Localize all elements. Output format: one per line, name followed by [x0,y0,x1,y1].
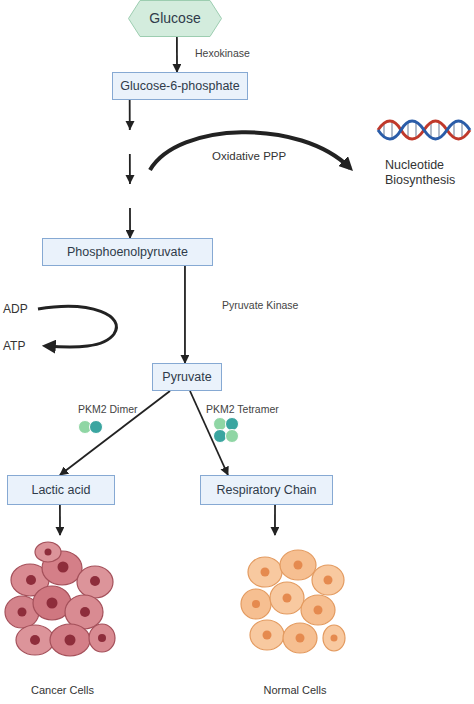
edge-label: PKM2 Dimer [78,403,138,416]
annotation-label: ATP [3,339,43,353]
edge-label: Hexokinase [195,47,250,60]
flow-arrow [176,37,178,72]
node-text: Phosphoenolpyruvate [67,245,188,259]
node-text: Glucose-6-phosphate [120,79,240,93]
node-text: Glucose [149,10,200,26]
process-box: Respiratory Chain [200,475,333,505]
annotation-label: Oxidative PPP [212,150,322,164]
tetramer-icon [214,418,239,443]
node-text: Normal Cells [264,684,327,697]
flow-arrow [129,100,131,238]
flow-arrow [60,391,170,475]
process-box: Pyruvate [152,363,222,391]
annotation-label: ADP [3,302,43,316]
process-box: Phosphoenolpyruvate [42,238,213,266]
atp-arrow [38,306,116,347]
cell-figure: Normal Cells [235,535,355,703]
cell-figure: Cancer Cells [0,535,125,703]
process-box: Lactic acid [7,475,115,505]
node-text: Pyruvate [162,370,211,384]
cancer-cells-illustration [5,542,115,656]
ppp-arrow [150,132,350,170]
annotation-label: Nucleotide Biosynthesis [385,158,467,188]
process-box: Glucose-6-phosphate [112,72,248,100]
edge-label: Pyruvate Kinase [222,299,298,312]
dna-icon [378,121,470,139]
hexagon-node: Glucose [128,0,222,37]
dimer-icon [79,421,103,434]
flow-arrow [59,505,61,535]
flow-arrow [184,266,186,363]
edge-label: PKM2 Tetramer [206,403,279,416]
node-text: Cancer Cells [31,684,94,697]
node-text: Lactic acid [31,483,90,497]
normal-cells-illustration [241,550,345,653]
node-text: Respiratory Chain [216,483,316,497]
flow-arrow [274,505,276,535]
